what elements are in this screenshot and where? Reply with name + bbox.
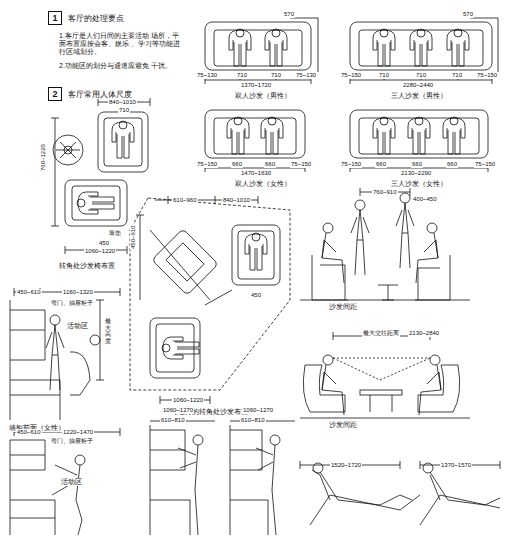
section-number-box: 1 — [48, 11, 62, 25]
dimension-label: 570 — [462, 11, 474, 18]
dimension-label: 1220~1470 — [62, 429, 94, 436]
dimension-label: 450 — [250, 292, 262, 299]
dimension-label: 760~1220 — [40, 143, 47, 172]
dimension-label: 660 — [446, 161, 458, 168]
caption-label: 双人沙发（男性） — [234, 92, 292, 100]
caption-label: 弯门、抽屉柜子 — [50, 300, 94, 307]
dimension-label: 2130~2840 — [408, 330, 440, 337]
dimension-label: 710 — [236, 72, 248, 79]
section-number: 2 — [52, 89, 57, 99]
dimension-label: 450 — [98, 240, 110, 247]
dimension-label: 1060~1220 — [172, 397, 204, 404]
caption-label: 三人沙发（女性） — [390, 180, 448, 188]
dimension-label: 75~150 — [340, 72, 362, 79]
section-number-box: 2 — [48, 87, 62, 101]
dimension-label: 660 — [264, 161, 276, 168]
dimension-label: 75~130 — [295, 72, 317, 79]
caption-label: 弯门、抽屉柜子 — [50, 438, 94, 445]
caption-label: 活动区 — [60, 478, 83, 486]
caption-label: 活动区 — [66, 322, 89, 330]
dimension-label: 840~1010 — [108, 99, 137, 106]
dimension-label: 75~150 — [474, 161, 496, 168]
dimension-label: 710 — [118, 107, 130, 114]
dimension-label: 660 — [231, 161, 243, 168]
dimension-label: 1160~1320 — [62, 289, 94, 296]
dimension-label: 75~150 — [340, 161, 362, 168]
dimension-label: 660 — [411, 161, 423, 168]
dimension-label: 2130~2290 — [400, 170, 432, 177]
caption-label: 最大高度 — [104, 318, 112, 344]
note: 1.客厅是人们日间的主要活动 场所，平面布置应按会客、娱乐 、学习等功能进行区域… — [58, 32, 182, 56]
dimension-label: 570 — [283, 11, 295, 18]
dimension-label: 610~810 — [240, 417, 266, 424]
section-heading: 客厅常用人体尺度 — [67, 90, 133, 99]
dimension-label: 1060~1270 — [242, 407, 274, 414]
section-number: 1 — [52, 13, 57, 23]
dimension-label: 75~150 — [290, 161, 312, 168]
dimension-label: 610~960 — [172, 197, 198, 204]
dimension-label: 710 — [415, 72, 427, 79]
note: 2.功能区的划分与通道应避免 干扰。 — [58, 62, 182, 70]
dimension-label: 75~130 — [196, 72, 218, 79]
dimension-label: 1060~1220 — [84, 248, 116, 255]
dimension-label: 1520~1720 — [330, 462, 362, 469]
caption-label: 最大交往距离 — [362, 330, 400, 337]
dimension-label: 710 — [451, 72, 463, 79]
dimension-label: 1060~1270 — [162, 407, 194, 414]
dimension-label: 400~450 — [412, 196, 438, 203]
caption-label: 转角处沙发椅布置 — [58, 262, 116, 270]
dimension-label: 710 — [270, 72, 282, 79]
dimension-label: 710 — [378, 72, 390, 79]
dimension-label: 610~810 — [160, 417, 186, 424]
caption-label: 三人沙发（男性） — [390, 92, 448, 100]
caption-label: 沙发间距 — [328, 421, 358, 429]
dimension-label: 450~610 — [130, 224, 137, 250]
dimension-label: 75~150 — [476, 72, 498, 79]
caption-label: 双人沙发（女性） — [234, 180, 292, 188]
dimension-label: 75~150 — [196, 161, 218, 168]
dimension-label: 840~1010 — [222, 197, 251, 204]
dimension-label: 660 — [375, 161, 387, 168]
dimension-label: 2280~2440 — [402, 82, 434, 89]
dimension-label: 450~610 — [16, 289, 42, 296]
caption-label: 靠垫 — [108, 230, 122, 237]
dimension-label: 450~610 — [16, 429, 42, 436]
dimension-label: 1470~1630 — [240, 170, 272, 177]
dimension-label: 1370~1720 — [240, 82, 272, 89]
caption-label: 沙发间距 — [328, 303, 358, 311]
section-heading: 客厅的处理要点 — [67, 14, 125, 23]
dimension-label: 760~910 — [372, 189, 398, 196]
dimension-label: 1370~1570 — [440, 462, 472, 469]
